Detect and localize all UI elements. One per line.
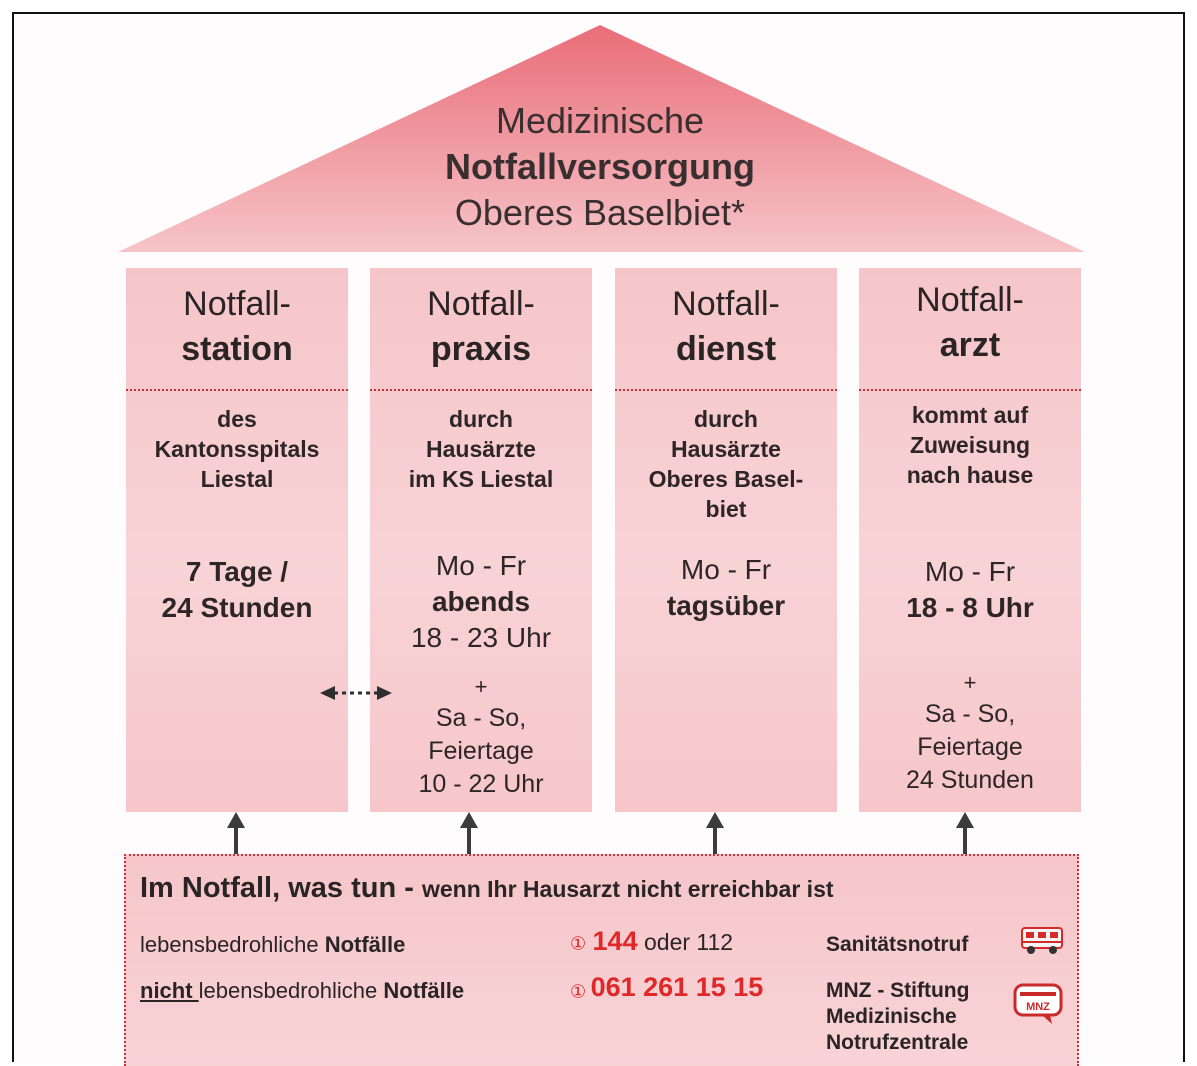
schedule-line: Mo - Fr <box>924 556 1016 587</box>
pillar-schedule: Mo - Fr 18 - 8 Uhr <box>859 554 1081 626</box>
title-subtext: wenn Ihr Hausarzt nicht erreichbar ist <box>421 876 834 902</box>
pillar-description: des Kantonsspitals Liestal <box>132 404 342 494</box>
schedule-line: 7 Tage / <box>185 556 289 587</box>
pillar-weekend-schedule: Sa - So, Feiertage 24 Stunden <box>859 698 1081 797</box>
emergency-info-box: Im Notfall, was tun - wenn Ihr Hausarzt … <box>124 854 1079 1066</box>
phone-number[interactable]: 061 261 15 15 <box>590 972 764 1002</box>
pillar-heading-line1: Notfall- <box>672 285 780 323</box>
org-line: Medizinische <box>826 1005 957 1028</box>
schedule-line: abends <box>431 586 531 617</box>
pillar-notfallarzt: Notfall- arzt kommt auf Zuweisung nach h… <box>859 268 1081 812</box>
desc-line: Zuweisung <box>909 432 1031 458</box>
row-label-non-life-threatening: nicht lebensbedrohliche Notfälle <box>140 978 464 1004</box>
schedule-line: tagsüber <box>666 590 786 621</box>
title-bold: Im Notfall, <box>140 872 281 904</box>
schedule-line: Mo - Fr <box>435 550 527 581</box>
pillar-divider <box>859 389 1081 391</box>
pillar-divider <box>126 389 348 391</box>
roof <box>118 25 1085 252</box>
weekend-line: Sa - So, <box>435 704 527 732</box>
pillar-heading-line2: dienst <box>675 330 777 368</box>
label-text: lebensbedrohliche <box>140 932 325 957</box>
pillar-heading-line2: praxis <box>430 330 532 368</box>
pillar-heading: Notfall- station <box>126 282 348 372</box>
weekend-line: Feiertage <box>917 733 1023 761</box>
pillar-divider <box>615 389 837 391</box>
desc-line: Kantonsspitals <box>154 436 320 462</box>
pillar-weekend-schedule: Sa - So, Feiertage 10 - 22 Uhr <box>370 702 592 801</box>
org-line: Notrufzentrale <box>826 1031 969 1054</box>
phone-alt: oder 112 <box>637 929 734 955</box>
desc-line: nach hause <box>906 462 1034 488</box>
schedule-line: 18 - 8 Uhr <box>906 592 1034 623</box>
emergency-title: Im Notfall, was tun - wenn Ihr Hausarzt … <box>140 872 834 905</box>
desc-line: durch <box>449 406 513 432</box>
pillar-schedule: Mo - Fr abends 18 - 23 Uhr <box>370 548 592 656</box>
up-arrow-icon <box>460 812 478 856</box>
phone-icon: ① <box>570 933 587 954</box>
org-sanitaetsnotruf: Sanitätsnotruf <box>826 932 968 958</box>
plus-sign: + <box>474 674 488 699</box>
up-arrow-icon <box>956 812 974 856</box>
roof-triangle <box>118 25 1085 252</box>
up-arrow-icon <box>706 812 724 856</box>
mnz-logo-icon: MNZ <box>1013 983 1063 1024</box>
label-bold: Notfälle <box>383 978 465 1003</box>
roof-title-line1: Medizinische <box>495 100 705 141</box>
pillar-heading-line1: Notfall- <box>427 285 535 323</box>
org-mnz: MNZ - Stiftung Medizinische Notrufzentra… <box>826 978 969 1056</box>
pillar-heading-line2: arzt <box>939 326 1001 364</box>
pillar-description: kommt auf Zuweisung nach hause <box>865 400 1075 490</box>
label-underline: nicht <box>140 978 199 1003</box>
weekend-line: 10 - 22 Uhr <box>418 770 544 798</box>
org-line: MNZ - Stiftung <box>826 979 970 1002</box>
weekend-line: 24 Stunden <box>906 766 1034 794</box>
desc-line: des <box>217 406 257 432</box>
label-bold: Notfälle <box>324 932 406 957</box>
desc-line: kommt auf <box>911 402 1029 428</box>
phone-number[interactable]: 144 <box>592 926 638 956</box>
schedule-line: 18 - 23 Uhr <box>410 622 552 653</box>
pillar-notfalldienst: Notfall- dienst durch Hausärzte Oberes B… <box>615 268 837 812</box>
desc-line: durch <box>694 406 758 432</box>
pillar-description: durch Hausärzte Oberes Basel- biet <box>621 404 831 524</box>
roof-title-line3: Oberes Baselbiet* <box>454 192 746 233</box>
weekend-line: Feiertage <box>428 737 534 765</box>
pillar-notfallstation: Notfall- station des Kantonsspitals Lies… <box>126 268 348 812</box>
ambulance-icon <box>1021 927 1063 954</box>
phone-mnz[interactable]: ① 061 261 15 15 <box>570 972 763 1003</box>
label-text: lebensbedrohliche <box>198 978 384 1003</box>
schedule-line: 24 Stunden <box>161 592 313 623</box>
title-rest: was tun - <box>280 872 422 904</box>
pillar-heading: Notfall- praxis <box>370 282 592 372</box>
pillar-divider <box>370 389 592 391</box>
pillar-heading-line2: station <box>181 330 293 368</box>
desc-line: Hausärzte <box>671 436 781 462</box>
pillar-schedule: Mo - Fr tagsüber <box>615 552 837 624</box>
roof-title-line2: Notfallversorgung <box>444 146 756 187</box>
pillar-notfallpraxis: Notfall- praxis durch Hausärzte im KS Li… <box>370 268 592 812</box>
schedule-line: Mo - Fr <box>680 554 772 585</box>
org-line: Sanitätsnotruf <box>826 933 969 956</box>
desc-line: Hausärzte <box>426 436 536 462</box>
pillar-heading: Notfall- dienst <box>615 282 837 372</box>
row-label-life-threatening: lebensbedrohliche Notfälle <box>140 932 405 958</box>
plus-sign: + <box>963 670 977 695</box>
desc-line: im KS Liestal <box>408 466 554 492</box>
desc-line: Oberes Basel- <box>648 466 804 492</box>
pillar-heading-line1: Notfall- <box>183 285 291 323</box>
pillar-heading: Notfall- arzt <box>859 278 1081 368</box>
phone-emergency[interactable]: ① 144 oder 112 <box>570 926 733 957</box>
phone-icon: ① <box>570 981 587 1002</box>
pillar-schedule: 7 Tage / 24 Stunden <box>126 554 348 626</box>
weekend-line: Sa - So, <box>924 700 1016 728</box>
desc-line: biet <box>705 496 747 522</box>
pillar-heading-line1: Notfall- <box>916 281 1024 319</box>
pillar-description: durch Hausärzte im KS Liestal <box>376 404 586 494</box>
double-dotted-arrow-icon <box>320 686 392 700</box>
desc-line: Liestal <box>200 466 274 492</box>
mnz-logo-text: MNZ <box>1026 1001 1050 1013</box>
up-arrow-icon <box>227 812 245 856</box>
